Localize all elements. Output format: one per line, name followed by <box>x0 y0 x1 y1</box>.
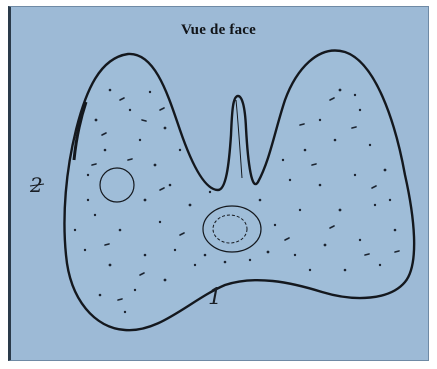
label-1: 1 <box>208 285 222 310</box>
organ-outline <box>64 51 414 331</box>
